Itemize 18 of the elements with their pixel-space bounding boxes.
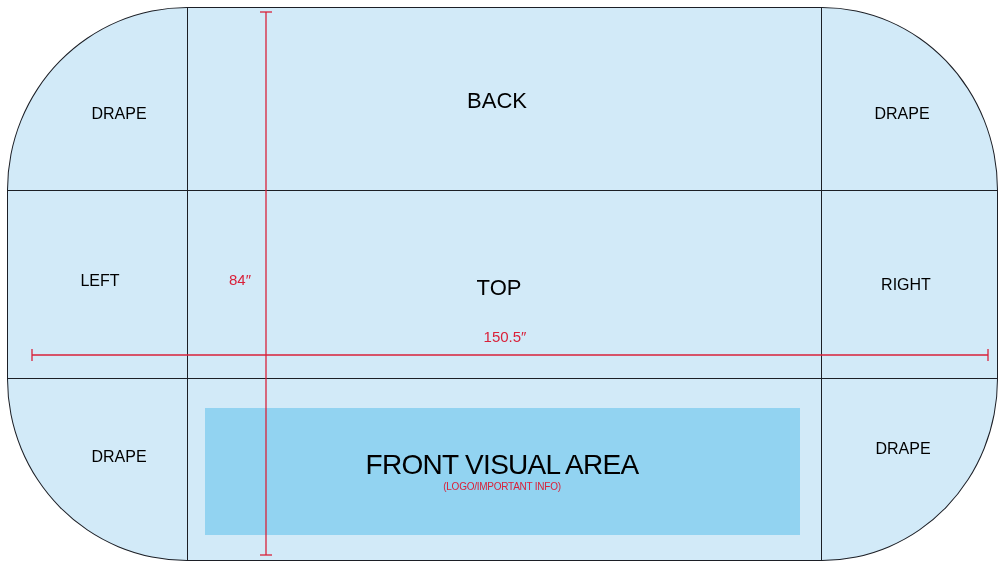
section-label: LEFT — [80, 271, 120, 291]
section-label: DRAPE — [874, 104, 930, 124]
dimension-label: 150.5″ — [483, 328, 527, 346]
table-section — [7, 190, 188, 379]
section-note: (LOGO/IMPORTANT INFO) — [443, 481, 561, 493]
section-label: RIGHT — [881, 275, 931, 295]
table-section — [187, 378, 822, 561]
section-label: FRONT VISUAL AREA — [365, 449, 639, 481]
section-label: DRAPE — [91, 447, 147, 467]
table-section — [821, 190, 998, 379]
section-label: DRAPE — [875, 439, 931, 459]
section-label: DRAPE — [91, 104, 147, 124]
section-label: TOP — [476, 275, 522, 301]
section-label: BACK — [467, 88, 527, 114]
table-section — [187, 190, 822, 379]
dimension-label: 84″ — [229, 271, 251, 289]
visual-area-panel — [205, 408, 800, 535]
table-section — [187, 7, 822, 191]
